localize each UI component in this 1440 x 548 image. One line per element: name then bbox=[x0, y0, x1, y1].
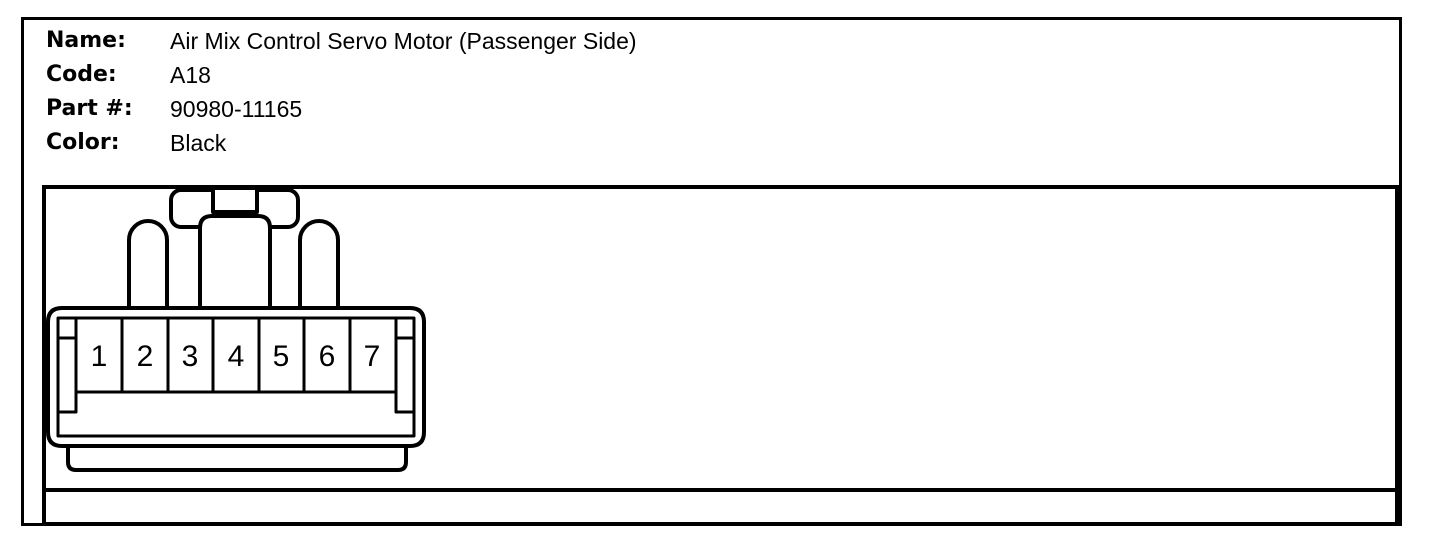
pin-7-label: 7 bbox=[364, 340, 381, 373]
pin-3-label: 3 bbox=[182, 340, 199, 373]
pin-2-label: 2 bbox=[137, 340, 154, 373]
name-label: Name: bbox=[46, 28, 126, 53]
pin-5-label: 5 bbox=[273, 340, 290, 373]
color-value: Black bbox=[170, 130, 227, 156]
color-label: Color: bbox=[46, 130, 120, 155]
housing-inner-rim bbox=[56, 316, 416, 438]
bottom-border bbox=[42, 522, 1399, 526]
pin-4-label: 4 bbox=[228, 340, 245, 373]
latch-inner bbox=[211, 190, 259, 214]
diagram-box bbox=[42, 185, 1399, 526]
pin-6-label: 6 bbox=[319, 340, 336, 373]
part-label: Part #: bbox=[46, 96, 133, 121]
cavity-dividers bbox=[120, 318, 352, 392]
code-value: A18 bbox=[170, 62, 211, 88]
pin-1-label: 1 bbox=[91, 340, 108, 373]
housing-outer bbox=[46, 306, 426, 448]
name-value: Air Mix Control Servo Motor (Passenger S… bbox=[170, 28, 637, 54]
divider-line bbox=[42, 488, 1399, 492]
center-tab bbox=[198, 214, 272, 308]
cavity-row bbox=[74, 318, 398, 394]
housing-skirt bbox=[66, 446, 408, 472]
part-value: 90980-11165 bbox=[170, 96, 303, 122]
left-ear bbox=[127, 219, 169, 308]
right-ear bbox=[298, 219, 340, 308]
code-label: Code: bbox=[46, 62, 117, 87]
